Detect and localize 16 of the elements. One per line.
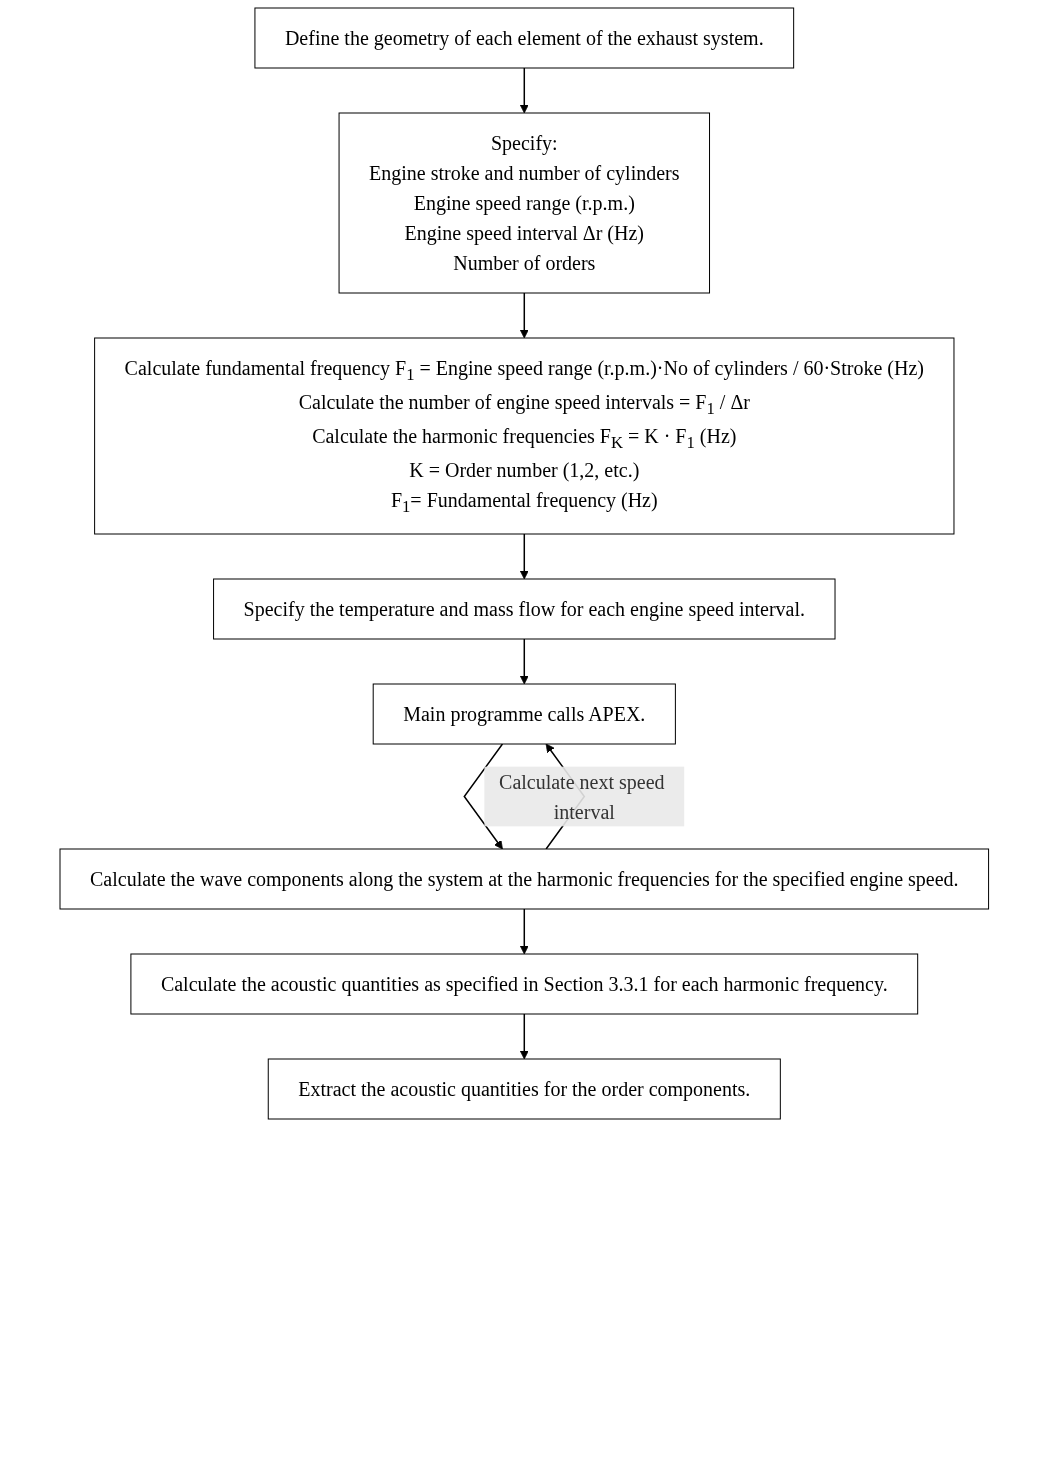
arrow xyxy=(519,67,529,114)
node-box: Main programme calls APEX. xyxy=(372,683,676,745)
arrow xyxy=(519,292,529,339)
node-box: Specify the temperature and mass flow for each engine speed interval. xyxy=(212,578,836,640)
node-box: Calculate the acoustic quantities as specified in Section 3.3.1 for each harmonic frequency. xyxy=(130,953,918,1015)
edge-label: Calculate next speed interval xyxy=(498,770,665,823)
arrow xyxy=(519,1013,529,1060)
node-box: Calculate the wave components along the system at the harmonic frequencies for the specified engine speed. xyxy=(59,848,989,910)
node-box: Specify: Engine stroke and number of cylinders Engine speed range (r.p.m.) Engine speed interval Δr (Hz) Number of orders xyxy=(338,112,710,294)
node-box: Calculate fundamental frequency F$_{1}$ = Engine speed range (r.p.m.)·No of cylinders / 60·Stroke (Hz) Calculate the number of engine speed intervals = F$_{1}$ / Δr Calculate the harmonic frequencies F$_{K}$ = K · F$_{1}$ (Hz) K = Order number (1,2, etc.) F$_{1}$= Fundamental frequency (Hz) xyxy=(93,337,955,535)
arrow xyxy=(519,908,529,955)
arrow xyxy=(463,743,503,850)
arrow xyxy=(519,638,529,685)
arrow xyxy=(519,533,529,580)
node-box: Extract the acoustic quantities for the order components. xyxy=(267,1058,781,1120)
node-box: Define the geometry of each element of the exhaust system. xyxy=(254,7,794,69)
